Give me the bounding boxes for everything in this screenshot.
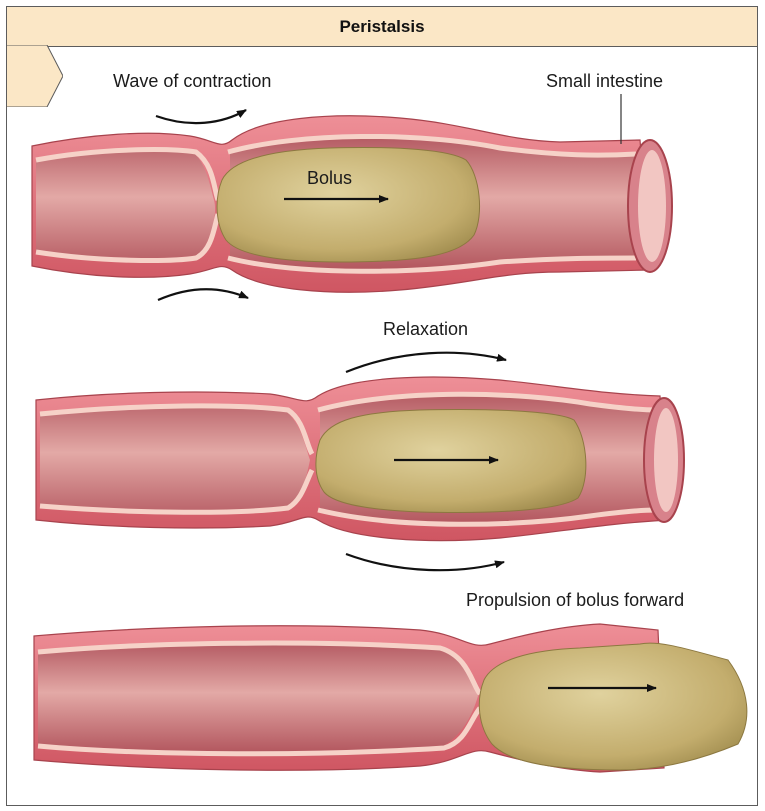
label-propulsion: Propulsion of bolus forward [466, 590, 684, 611]
contraction-arrow-bottom [158, 289, 248, 300]
bolus-3 [479, 643, 747, 770]
relaxation-arrow-bottom [346, 554, 504, 570]
contraction-arrow-top [156, 110, 246, 123]
intestine-segment-1 [32, 116, 672, 292]
lumen-3 [38, 643, 478, 754]
bolus-1 [217, 148, 479, 263]
label-wave-of-contraction: Wave of contraction [113, 71, 271, 92]
label-bolus: Bolus [307, 168, 352, 189]
label-relaxation: Relaxation [383, 319, 468, 340]
label-small-intestine: Small intestine [546, 71, 663, 92]
intestine-segment-2 [36, 377, 684, 541]
relaxation-arrow-top [346, 353, 506, 372]
intestine-segment-3 [34, 624, 747, 772]
